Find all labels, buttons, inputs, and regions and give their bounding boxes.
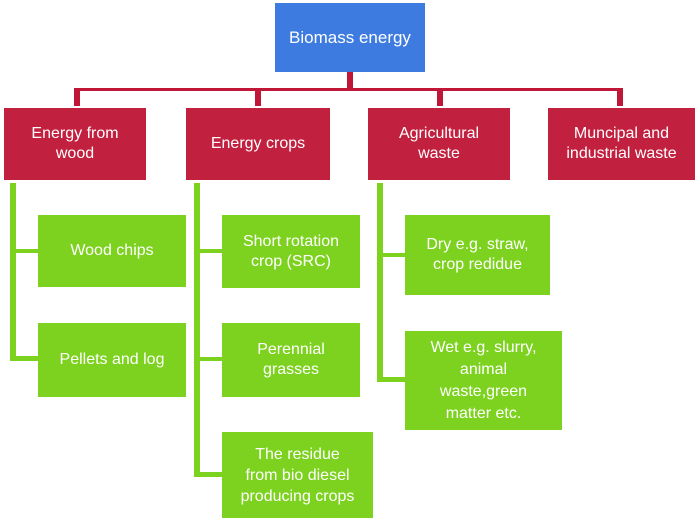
leaf-node-wood-chips: Wood chips [38, 215, 186, 287]
connector-dry-tick [383, 253, 405, 257]
root-node-biomass-energy: Biomass energy [275, 3, 425, 72]
leaf-node-perennial-grasses: Perennial grasses [222, 323, 360, 397]
connector-branch-bus [74, 88, 623, 91]
connector-wet-elbow [377, 377, 405, 382]
leaf-node-wet-waste: Wet e.g. slurry, animal waste,green matt… [405, 331, 562, 430]
branch-node-energy-from-wood: Energy from wood [4, 108, 146, 180]
leaf-node-pellets-and-log: Pellets and log [38, 323, 186, 397]
leaf-node-short-rotation-crop: Short rotation crop (SRC) [222, 215, 360, 288]
connector-residue-elbow [194, 472, 222, 477]
connector-drop-municipal-waste [617, 91, 623, 106]
connector-crops-vertical [194, 183, 200, 477]
connector-root-riser [347, 72, 353, 89]
connector-agri-vertical [377, 183, 383, 382]
branch-node-municipal-industrial-waste: Muncipal and industrial waste [548, 108, 695, 180]
connector-perennial-tick [200, 357, 222, 361]
leaf-node-dry-waste: Dry e.g. straw, crop redidue [405, 215, 550, 295]
connector-wood-chips-tick [16, 249, 39, 253]
connector-drop-agricultural-waste [437, 91, 443, 106]
leaf-node-biodiesel-residue: The residue from bio diesel producing cr… [222, 432, 373, 518]
branch-node-agricultural-waste: Agricultural waste [368, 108, 510, 180]
branch-node-energy-crops: Energy crops [186, 108, 330, 180]
connector-drop-energy-crops [255, 91, 261, 106]
connector-drop-energy-from-wood [74, 91, 80, 106]
connector-wood-vertical [10, 183, 16, 361]
connector-pellets-elbow [10, 356, 39, 361]
connector-src-tick [200, 249, 222, 253]
